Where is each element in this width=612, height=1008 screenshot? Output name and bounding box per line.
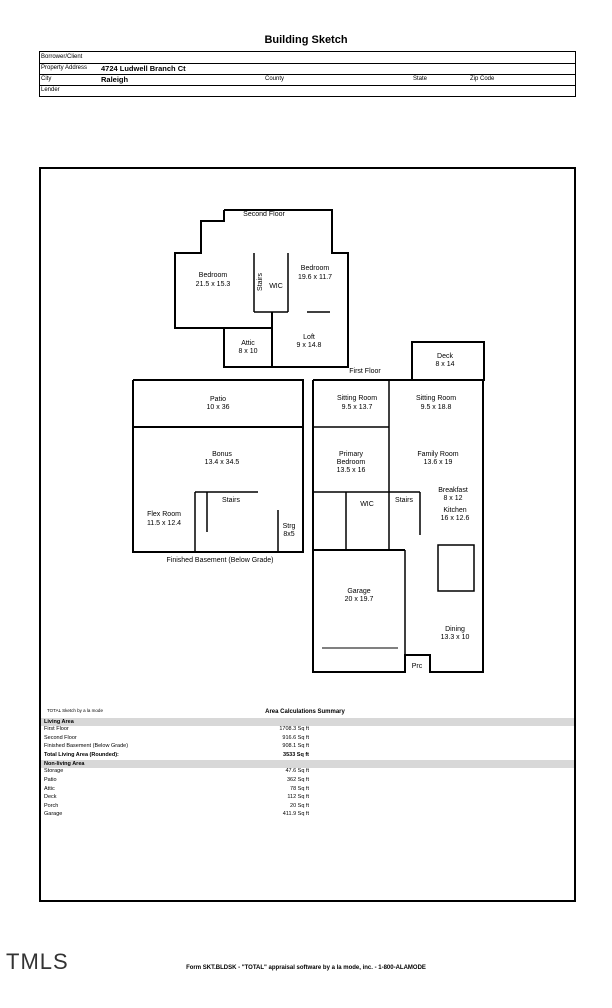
room-flex-size: 11.5 x 12.4: [147, 520, 181, 527]
address-value: 4724 Ludwell Branch Ct: [101, 64, 186, 73]
city-label: City: [41, 76, 52, 82]
room-bedroom-right-size: 19.6 x 11.7: [298, 274, 332, 281]
first-floor-label: First Floor: [349, 368, 381, 375]
room-wic-main-name: WIC: [360, 501, 374, 508]
room-bedroom-left-size: 21.5 x 15.3: [196, 281, 231, 288]
room-prc-name: Prc: [412, 663, 423, 670]
room-attic-name: Attic: [241, 340, 255, 347]
living-area-header: Living Area: [41, 718, 574, 726]
total-living-row: Total Living Area (Rounded):3533 Sq ft: [44, 751, 309, 758]
room-stairs-main-name: Stairs: [395, 497, 413, 504]
room-loft-size: 9 x 14.8: [297, 342, 322, 349]
room-primary-name: Primary: [339, 451, 364, 458]
lender-label: Lender: [41, 87, 60, 93]
basement-outline: [132, 379, 304, 553]
room-wic-up-name: WIC: [269, 283, 283, 290]
state-label: State: [413, 76, 428, 82]
room-strg-size: 8x5: [283, 531, 294, 538]
room-deck-size: 8 x 14: [435, 361, 454, 368]
room-bonus-size: 13.4 x 34.5: [205, 459, 240, 466]
room-garage-name: Garage: [347, 588, 370, 595]
address-row: Property Address 4724 Ludwell Branch Ct: [40, 63, 575, 75]
room-family-name: Family Room: [417, 451, 458, 458]
city-row: City Raleigh County State Zip Code: [40, 74, 575, 86]
borrower-row: Borrower/Client: [40, 52, 575, 64]
city-value: Raleigh: [101, 75, 129, 84]
room-breakfast-size: 8 x 12: [443, 495, 462, 502]
room-attic-size: 8 x 10: [238, 348, 257, 355]
room-bedroom-right-name: Bedroom: [301, 265, 330, 272]
room-dining-size: 13.3 x 10: [441, 634, 470, 641]
room-breakfast-name: Breakfast: [438, 487, 468, 494]
room-deck-name: Deck: [437, 353, 453, 360]
room-sit1-size: 9.5 x 13.7: [342, 404, 373, 411]
first-floor-outline: [312, 379, 484, 673]
basement-label: Finished Basement (Below Grade): [167, 557, 274, 564]
room-sit1-name: Sitting Room: [337, 395, 377, 402]
footer-text: Form SKT.BLDSK - "TOTAL" appraisal softw…: [186, 965, 426, 971]
borrower-label: Borrower/Client: [41, 54, 83, 60]
room-garage-size: 20 x 19.7: [345, 596, 374, 603]
room-sit2-size: 9.5 x 18.8: [421, 404, 452, 411]
header-table: Borrower/Client Property Address 4724 Lu…: [39, 51, 576, 97]
room-primary-size: 13.5 x 16: [337, 467, 366, 474]
room-patio-name: Patio: [210, 396, 226, 403]
room-kitchen-name: Kitchen: [443, 507, 466, 514]
room-flex-name: Flex Room: [147, 511, 181, 518]
room-strg-name: Strg: [283, 523, 296, 530]
address-label: Property Address: [41, 65, 88, 71]
document-title: Building Sketch: [264, 34, 348, 46]
living-row: Finished Basement (Below Grade)908.1 Sq …: [44, 743, 309, 750]
room-primary-name-2: Bedroom: [337, 459, 366, 466]
county-label: County: [265, 76, 285, 82]
summary-small-note: TOTAL Sketch by a la mode: [47, 708, 103, 713]
room-kitchen-size: 16 x 12.6: [441, 515, 470, 522]
summary-title: Area Calculations Summary: [265, 709, 345, 715]
room-bonus-name: Bonus: [212, 451, 232, 458]
second-floor-label: Second Floor: [243, 211, 285, 218]
sketch-frame: [39, 167, 576, 902]
room-sit2-name: Sitting Room: [416, 395, 456, 402]
lender-row: Lender: [40, 85, 575, 96]
room-patio-size: 10 x 36: [207, 404, 230, 411]
zip-label: Zip Code: [470, 76, 495, 82]
room-stairs-up-name: Stairs: [257, 273, 264, 291]
room-loft-name: Loft: [303, 334, 315, 341]
room-stairs-base-name: Stairs: [222, 497, 240, 504]
room-family-size: 13.6 x 19: [424, 459, 453, 466]
tmls-watermark: TMLS: [6, 949, 69, 974]
nonliving-area-header: Non-living Area: [41, 760, 574, 769]
room-bedroom-left-name: Bedroom: [199, 272, 228, 279]
room-dining-name: Dining: [445, 626, 465, 633]
